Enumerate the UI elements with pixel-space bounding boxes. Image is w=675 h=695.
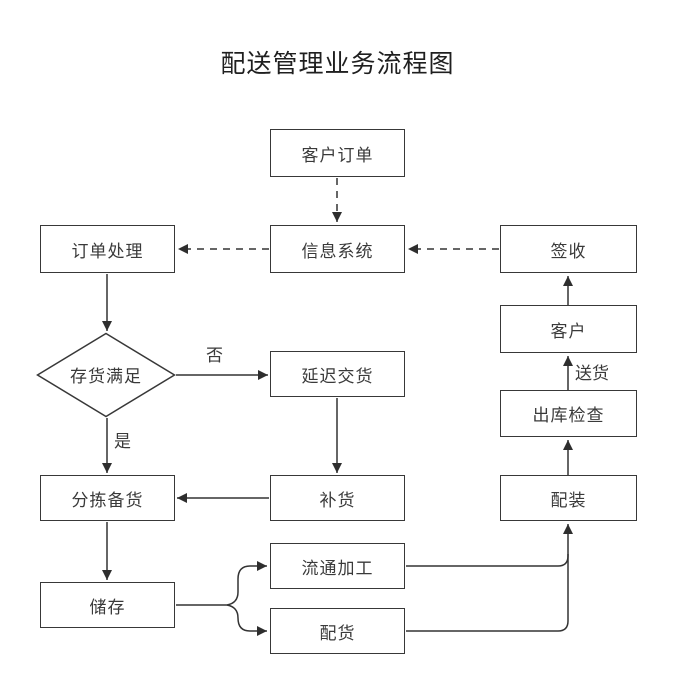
node-label: 配货: [319, 623, 356, 643]
node-replenishment: 补货: [270, 475, 405, 521]
node-inventory-satisfied: 存货满足: [36, 332, 176, 418]
node-label: 信息系统: [301, 241, 374, 261]
diamond-shape: [36, 332, 176, 418]
edge-storage-to-goods-allocation: [226, 604, 267, 636]
edge-storage-to-circulation-processing: [176, 561, 267, 606]
edge-label-delivery: 送货: [575, 364, 609, 383]
node-label: 流通加工: [301, 558, 374, 578]
node-sign-receipt: 签收: [500, 225, 637, 273]
node-order-processing: 订单处理: [40, 225, 175, 273]
node-customer-order: 客户订单: [270, 129, 405, 177]
node-label: 延迟交货: [301, 366, 374, 386]
node-customer: 客户: [500, 305, 637, 353]
node-storage: 储存: [40, 582, 175, 628]
edge-circulation-processing-to-loading: [406, 524, 573, 567]
node-label: 出库检查: [532, 406, 605, 425]
node-label: 订单处理: [71, 241, 144, 261]
node-outbound-inspection: 出库检查: [500, 390, 637, 437]
diagram-title: 配送管理业务流程图: [220, 51, 455, 78]
node-label: 储存: [89, 597, 126, 617]
node-information-system: 信息系统: [270, 225, 405, 273]
edge-label-yes: 是: [114, 432, 131, 451]
node-label: 分拣备货: [71, 490, 144, 510]
node-delayed-delivery: 延迟交货: [270, 351, 405, 397]
node-loading: 配装: [500, 475, 637, 521]
edge-goods-allocation-to-loading: [406, 554, 569, 632]
node-label: 存货满足: [70, 367, 142, 386]
node-goods-allocation: 配货: [270, 608, 405, 654]
node-circulation-processing: 流通加工: [270, 543, 405, 589]
edge-label-no: 否: [206, 346, 223, 365]
node-label: 客户: [550, 321, 587, 341]
node-label: 客户订单: [301, 145, 374, 165]
node-label: 补货: [319, 490, 356, 510]
node-label: 配装: [550, 490, 587, 510]
node-label: 签收: [550, 241, 587, 261]
node-sorting-stocking: 分拣备货: [40, 475, 175, 521]
